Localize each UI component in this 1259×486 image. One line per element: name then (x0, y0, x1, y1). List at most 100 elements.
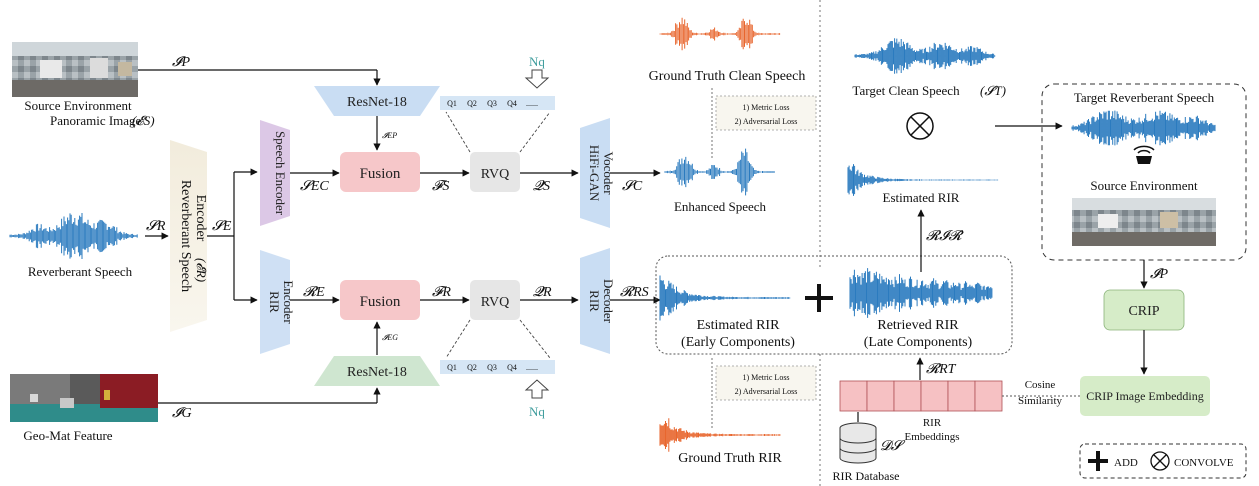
loss-bottom-1: 1) Metric Loss (742, 373, 789, 382)
source-environment-label: Source Environment (1090, 178, 1198, 193)
codebook-entry: ...... (526, 363, 538, 372)
cosine-label-2: Similarity (1018, 395, 1063, 407)
nq-bottom-arrow (524, 379, 550, 399)
resnet-top (314, 86, 440, 116)
source-env-label-1: Source Environment (24, 98, 132, 113)
legend-convolve-label: CONVOLVE (1174, 457, 1234, 469)
reverberant-speech-encoder (170, 140, 207, 332)
source-environment-image (1072, 198, 1216, 246)
rir-embedding-cell (839, 380, 868, 412)
fusion-top (340, 152, 420, 192)
rir-embeddings (839, 380, 1003, 412)
rir-embedding-cell (974, 380, 1003, 412)
crip-embedding-label: CRIP Image Embedding (1086, 389, 1204, 403)
resnet-top-label: ResNet-18 (347, 95, 407, 110)
add-operator (805, 284, 833, 312)
rvq-bottom (470, 280, 520, 320)
gt-rir-label: Ground Truth RIR (678, 451, 782, 466)
resnet-bottom (314, 356, 440, 386)
hifigan-label-1: HiFi-GAN (587, 145, 602, 202)
rir-decoder (580, 248, 610, 354)
symbol-ds: 𝓓𝓢 (880, 439, 906, 454)
rvq-top (470, 152, 520, 192)
gt-clean-speech-waveform (659, 17, 781, 51)
rir-combination-group (655, 255, 1013, 355)
crip-label: CRIP (1128, 304, 1159, 319)
loss-box-top (715, 95, 817, 131)
cosine-label-1: Cosine (1025, 379, 1056, 391)
symbol-rrt: 𝓡RT (926, 362, 957, 377)
rir-embedding-cell (920, 380, 949, 412)
symbol-qr: 𝓠R (533, 285, 552, 300)
rir-embedding-cell (947, 380, 976, 412)
nq-top-arrow (524, 69, 550, 89)
rir-database-icon (839, 422, 877, 464)
crip-image-embedding (1080, 376, 1210, 416)
estimated-rir-early-waveform (659, 275, 791, 321)
symbol-rrs: 𝓡RS (620, 285, 649, 300)
source-env-label-2: Panoramic Image (50, 113, 142, 128)
symbol-ip-top: 𝓘P (172, 55, 190, 70)
rvq-bottom-label: RVQ (481, 295, 509, 310)
est-rir-early-2: (Early Components) (681, 335, 795, 350)
symbol-fs: 𝓕S (432, 179, 449, 194)
symbol-rir-hat: 𝓡𝓘𝓡̂ (926, 229, 965, 244)
codebook-entry: Q1 (447, 99, 457, 108)
fusion-bottom (340, 280, 420, 320)
rvq-top-label: RVQ (481, 167, 509, 182)
convolve-operator (906, 112, 934, 140)
nq-top-label: Nq (529, 54, 545, 69)
symbol-fr: 𝓕R (432, 285, 451, 300)
symbol-ieg: 𝓘EG (382, 333, 398, 342)
speaker-icon (1133, 145, 1155, 164)
hifigan-label-2: Vocoder (601, 151, 616, 195)
enhanced-speech-waveform (664, 148, 775, 196)
codebook-entry: Q1 (447, 363, 457, 372)
nq-bottom-label: Nq (529, 404, 545, 419)
reverberant-speech-label: Reverberant Speech (28, 264, 133, 279)
target-reverberant-waveform (1071, 110, 1216, 146)
retrieved-rir-1: Retrieved RIR (877, 318, 959, 333)
legend-add-icon (1088, 451, 1108, 471)
fusion-bottom-label: Fusion (360, 294, 401, 310)
retrieved-rir-2: (Late Components) (864, 335, 973, 350)
symbol-ip-right: 𝓘P (1150, 267, 1168, 282)
enhanced-speech-label: Enhanced Speech (674, 199, 767, 214)
codebook-entry: Q4 (507, 99, 517, 108)
est-rir-early-1: Estimated RIR (697, 318, 780, 333)
rir-database-label: RIR Database (833, 469, 900, 483)
legend-box (1079, 443, 1247, 479)
geo-mat-label: Geo-Mat Feature (23, 428, 112, 443)
resnet-bottom-label: ResNet-18 (347, 365, 407, 380)
rir-embedding-cell (893, 380, 922, 412)
loss-top-2: 2) Adversarial Loss (735, 117, 798, 126)
hifigan-vocoder (580, 118, 610, 228)
speech-encoder-label: Speech Encoder (273, 131, 288, 216)
symbol-ig: 𝓘G (172, 406, 192, 421)
rev-encoder-label-2: Encoder (193, 195, 208, 242)
loss-top-1: 1) Metric Loss (742, 103, 789, 112)
rir-embedding-cell (866, 380, 895, 412)
codebook-bottom (440, 360, 555, 374)
symbol-qs: 𝓠S (533, 179, 550, 194)
symbol-iep: 𝓘EP (382, 131, 397, 140)
legend-convolve-icon (1150, 451, 1170, 471)
target-clean-speech-label: Target Clean Speech (852, 83, 960, 98)
rir-encoder-label-1: RIR (267, 291, 282, 313)
target-reverberant-label: Target Reverberant Speech (1074, 90, 1215, 105)
codebook-entry: ...... (526, 99, 538, 108)
rir-encoder (260, 250, 290, 354)
loss-box-bottom (715, 365, 817, 401)
estimated-rir-waveform (847, 164, 999, 196)
rir-encoder-label-2: Encoder (281, 280, 296, 324)
rir-embeddings-label-2: Embeddings (905, 431, 960, 443)
speech-encoder (260, 120, 290, 226)
symbol-se: 𝓢E (212, 219, 232, 234)
codebook-entry: Q2 (467, 99, 477, 108)
rir-embeddings-label-1: RIR (923, 417, 942, 429)
retrieved-rir-late-waveform (849, 268, 993, 318)
codebook-entry: Q4 (507, 363, 517, 372)
symbol-sec: 𝓢EC (300, 179, 329, 194)
symbol-re: 𝓡E (303, 285, 325, 300)
